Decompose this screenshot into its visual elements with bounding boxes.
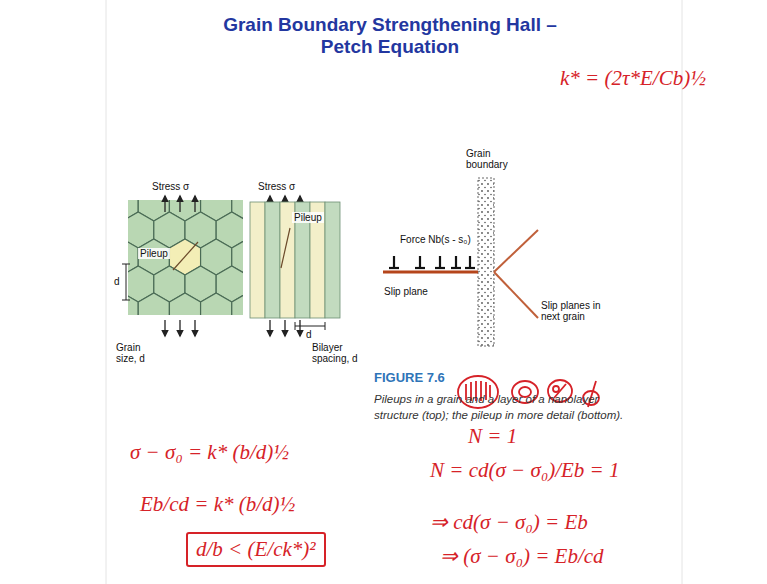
dislocation <box>451 256 461 268</box>
handwritten-equation: ⇒ cd(σ − σ₀) = Eb <box>430 510 588 535</box>
dislocation <box>465 256 475 268</box>
handwritten-equation: ⇒ (σ − σ₀) = Eb/cd <box>440 544 604 569</box>
handwritten-equation: N = 1 <box>468 424 517 449</box>
grain-boundary-label: Grain boundary <box>466 148 526 170</box>
dislocation <box>415 256 425 268</box>
stress-arrows <box>165 196 300 336</box>
dimension-label: d <box>306 329 312 340</box>
grain <box>138 293 169 315</box>
bilayer-dimension <box>295 322 325 330</box>
stress-label: Stress σ <box>152 181 189 192</box>
layer <box>250 202 265 318</box>
figure-number: FIGURE 7.6 <box>374 370 445 385</box>
handwritten-equation: Eb/cd = k* (b/d)½ <box>140 492 295 517</box>
force-label: Force Nb(s - s₀) <box>400 234 471 245</box>
slide-title: Grain Boundary Strengthening Hall –Petch… <box>200 14 580 58</box>
dislocation <box>389 256 399 268</box>
grain <box>232 293 243 315</box>
nanolayer-stack <box>250 202 340 318</box>
handwritten-equation: d/b < (E/ck*)² <box>196 537 316 562</box>
figure-caption: Pileups in a grain and a layer of a nano… <box>374 392 624 423</box>
slip-plane <box>383 272 478 273</box>
grain-size-label: Grain size, d <box>116 342 156 364</box>
next-grain-label: Slip planes in next grain <box>541 300 601 322</box>
handwritten-equation: k* = (2τ*E/Cb)½ <box>560 66 706 91</box>
bilayer-label: Bilayer spacing, d <box>312 342 362 364</box>
pileup-label: Pileup <box>292 212 324 223</box>
grain <box>169 293 200 315</box>
slip-plane-label: Slip plane <box>384 286 428 297</box>
pileup-lines <box>173 228 290 270</box>
dislocation <box>435 256 445 268</box>
layer <box>265 202 280 318</box>
pileup-label: Pileup <box>138 248 170 259</box>
next-grain-slip-planes <box>494 230 538 318</box>
grain-size-dimension <box>122 264 130 300</box>
layer <box>325 202 340 318</box>
grain-honeycomb <box>128 200 243 315</box>
slide-edge <box>106 0 107 584</box>
handwritten-equation: σ − σ₀ = k* (b/d)½ <box>130 440 289 465</box>
grain <box>201 293 232 315</box>
stress-label: Stress σ <box>258 181 295 192</box>
grain <box>128 293 138 315</box>
grain-boundary <box>478 178 494 346</box>
boxed-equation: d/b < (E/ck*)² <box>186 532 326 567</box>
dimension-label: d <box>114 276 120 287</box>
handwritten-equation: N = cd(σ − σ₀)/Eb = 1 <box>430 458 620 483</box>
dislocation-symbols <box>389 256 475 268</box>
